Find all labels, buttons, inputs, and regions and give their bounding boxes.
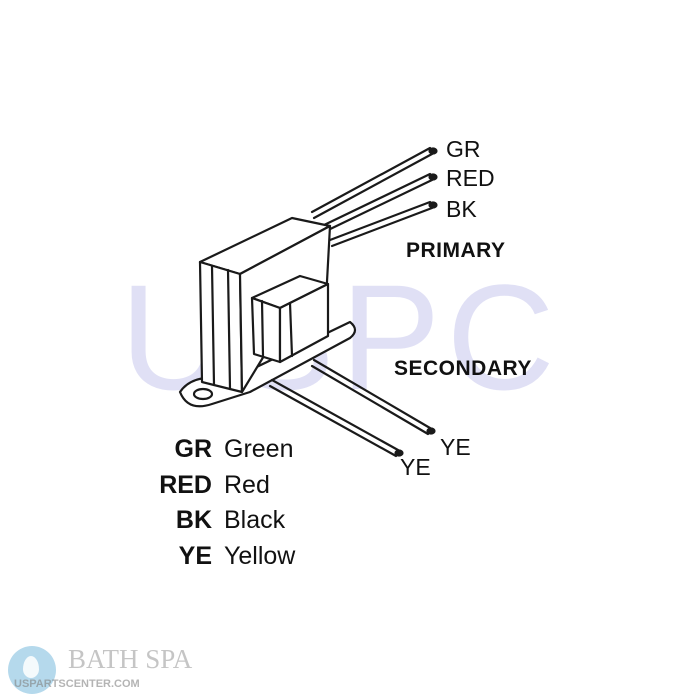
wire-label-gr: GR <box>446 136 481 162</box>
primary-wire-red <box>320 172 438 234</box>
legend-name: Black <box>224 506 286 534</box>
core-front <box>198 260 244 394</box>
brand-watermark: BATH SPA USPARTSCENTER.COM <box>6 642 246 696</box>
legend-row-gr: GR Green <box>120 435 295 471</box>
legend-name: Green <box>224 435 294 463</box>
primary-label: PRIMARY <box>406 239 506 262</box>
legend-row-red: RED Red <box>120 471 295 507</box>
legend-row-bk: BK Black <box>120 506 295 542</box>
wire-label-ye-upper: YE <box>440 434 471 460</box>
color-legend: GR Green RED Red BK Black YE Yellow <box>120 435 295 577</box>
legend-name: Red <box>224 470 270 499</box>
legend-code: RED <box>159 470 212 499</box>
wire-label-red: RED <box>446 165 495 191</box>
secondary-wire-ye-lower <box>268 378 404 458</box>
wire-label-ye-lower: YE <box>400 454 431 480</box>
brand-title: BATH SPA <box>68 644 193 674</box>
secondary-wire-ye-upper <box>310 358 436 436</box>
legend-row-ye: YE Yellow <box>120 541 296 578</box>
water-drop-icon <box>8 646 56 694</box>
legend-code: GR <box>174 435 213 463</box>
coil-front <box>250 296 282 364</box>
primary-wire-gr <box>310 146 438 220</box>
wire-label-bk: BK <box>446 196 477 222</box>
legend-code: BK <box>175 506 212 534</box>
secondary-label: SECONDARY <box>394 357 532 380</box>
legend-name: Yellow <box>224 541 296 570</box>
mounting-hole <box>192 387 214 401</box>
primary-wire-bk <box>328 200 438 248</box>
legend-code: YE <box>178 541 212 570</box>
brand-url: USPARTSCENTER.COM <box>14 678 140 690</box>
